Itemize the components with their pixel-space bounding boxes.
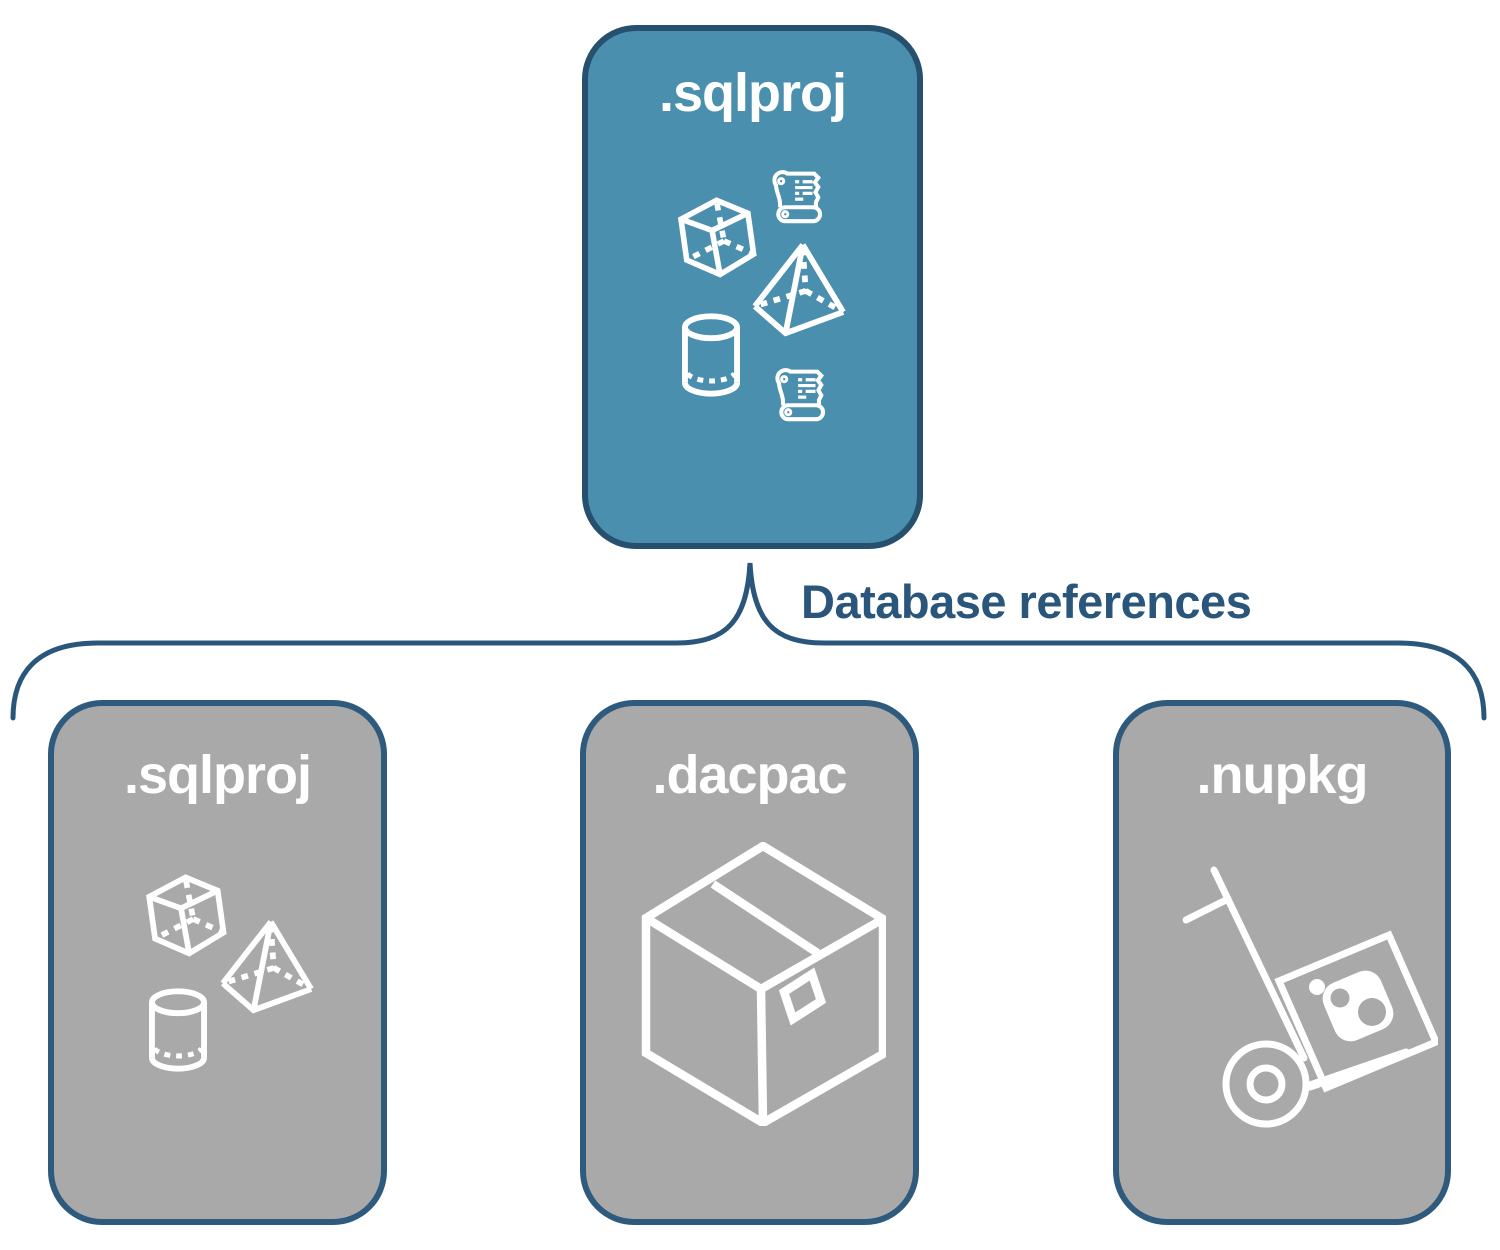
scroll-icon	[772, 170, 823, 224]
child-node-dacpac: .dacpac	[580, 700, 919, 1225]
pyramid-icon	[752, 243, 846, 337]
cube-icon	[146, 874, 227, 957]
root-node-title: .sqlproj	[658, 63, 847, 123]
nuget-package-icon	[1309, 970, 1394, 1042]
connector-label: Database references	[801, 575, 1252, 628]
root-node-sqlproj: .sqlproj	[582, 25, 923, 549]
hand-truck-icon	[1182, 866, 1438, 1128]
cylinder-icon	[682, 313, 740, 397]
child-node-sqlproj: .sqlproj	[48, 700, 387, 1225]
package-box-icon	[641, 842, 886, 1126]
pyramid-icon	[220, 920, 314, 1014]
scroll-icon	[775, 368, 826, 422]
cylinder-icon	[149, 988, 207, 1072]
child-node-title: .nupkg	[1196, 745, 1369, 805]
cube-icon	[677, 197, 757, 278]
child-node-title: .dacpac	[652, 745, 847, 805]
child-node-title: .sqlproj	[123, 745, 312, 805]
child-node-nupkg: .nupkg	[1113, 700, 1451, 1225]
